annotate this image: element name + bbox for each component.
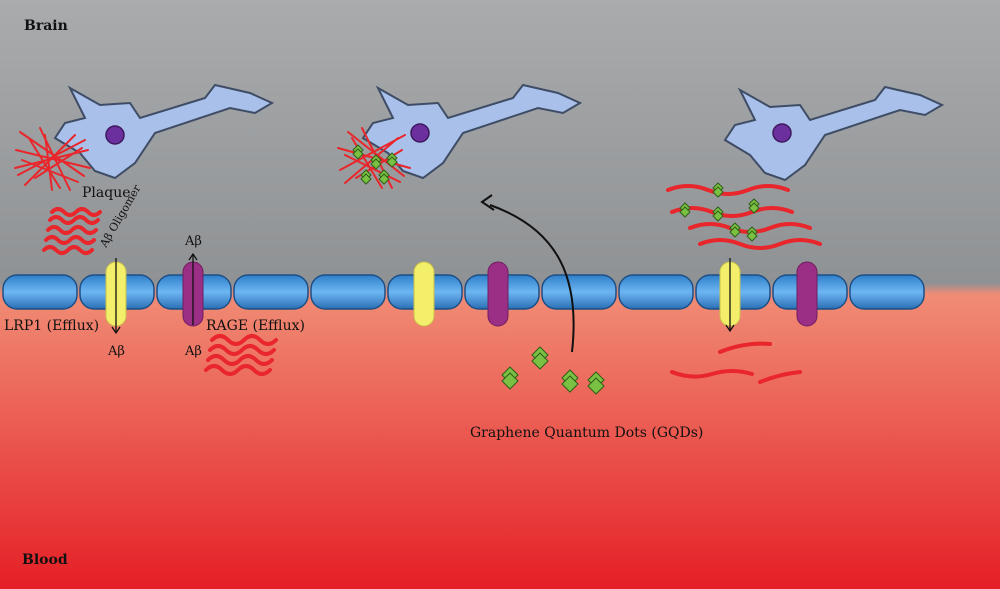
abeta-label-rage: Aβ <box>184 344 202 359</box>
rage-label: RAGE (Efflux) <box>206 318 305 334</box>
blood-fibrils <box>670 341 802 384</box>
neuron-3 <box>723 85 945 182</box>
endothelial-cell <box>310 274 386 310</box>
abeta-label-lrp1: Aβ <box>107 344 125 359</box>
efflux-arrows <box>111 252 735 335</box>
abeta-label-top: Aβ <box>184 234 202 249</box>
blood-label: Blood <box>22 552 68 568</box>
gqd-transport-arrow <box>489 204 575 353</box>
neuron-2 <box>361 83 583 180</box>
rage-channel <box>796 261 818 327</box>
brain-label: Brain <box>24 18 68 34</box>
neuron-1 <box>53 83 275 180</box>
endothelial-cell <box>541 274 617 310</box>
gqd-arrowhead <box>480 194 495 211</box>
amyloid-oligomer <box>42 207 102 255</box>
endothelial-cell <box>618 274 694 310</box>
endothelial-cell <box>233 274 309 310</box>
blood-abeta-waves <box>204 334 278 376</box>
plaque-label: Plaque <box>82 185 131 201</box>
lrp1-channel <box>413 261 435 327</box>
rage-channel <box>487 261 509 327</box>
amyloid-plaque <box>14 127 91 191</box>
gqd-label: Graphene Quantum Dots (GQDs) <box>470 425 703 441</box>
lrp1-label: LRP1 (Efflux) <box>4 318 99 334</box>
endothelial-cell <box>2 274 78 310</box>
fibrils-with-gqd <box>666 184 822 250</box>
endothelial-cell <box>849 274 925 310</box>
